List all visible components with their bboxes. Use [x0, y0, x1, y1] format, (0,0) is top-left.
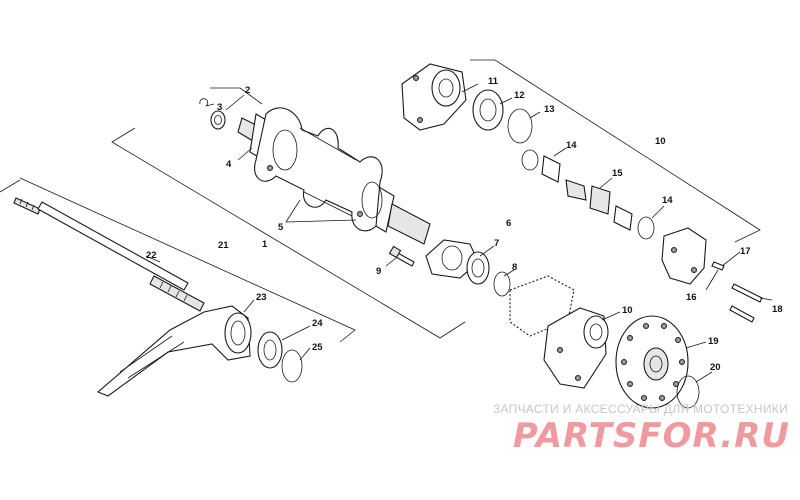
callout-5: 5 — [278, 222, 284, 233]
part-bearing-24 — [257, 331, 283, 369]
callout-15: 15 — [612, 168, 623, 179]
callout-21: 21 — [218, 240, 229, 251]
part-axle-shaft — [13, 197, 205, 312]
callout-2: 2 — [245, 85, 250, 96]
part-bearing-12 — [472, 89, 504, 131]
callout-labels: 1 2 3 4 5 6 7 8 9 10 10 11 12 13 14 14 1… — [146, 76, 783, 373]
callout-10-upper: 10 — [655, 136, 666, 147]
callout-17: 17 — [740, 246, 751, 257]
callout-14-lower: 14 — [662, 195, 673, 206]
watermark-logo: PARTSFOR.RU — [512, 416, 790, 456]
callout-12: 12 — [514, 90, 525, 101]
part-housing-10-upper — [401, 63, 467, 131]
part-ring-13 — [507, 108, 533, 144]
part-bolt-9 — [388, 245, 415, 267]
callout-9: 9 — [376, 266, 381, 277]
part-bushing-14a — [521, 149, 561, 183]
callout-16: 16 — [686, 292, 697, 303]
callout-19: 19 — [708, 336, 719, 347]
callout-20: 20 — [710, 362, 721, 373]
callout-22: 22 — [146, 250, 157, 261]
callout-10-lower: 10 — [622, 305, 633, 316]
part-pin-17 — [711, 261, 725, 271]
part-ring-20 — [676, 375, 700, 409]
callout-1: 1 — [262, 239, 268, 250]
callout-7: 7 — [494, 238, 499, 249]
callout-13: 13 — [544, 104, 555, 115]
part-ring-25 — [281, 349, 303, 383]
group-bracket-lines — [0, 59, 761, 343]
part-bushing-14b — [613, 205, 655, 240]
part-clip-3 — [199, 98, 209, 107]
part-drive-shaft — [237, 107, 431, 245]
callout-11: 11 — [488, 76, 499, 87]
callout-23: 23 — [256, 292, 267, 303]
callout-6: 6 — [506, 218, 511, 229]
callout-4: 4 — [226, 159, 232, 170]
callout-18: 18 — [772, 304, 783, 315]
callout-3: 3 — [217, 102, 222, 113]
part-housing-10-lower — [509, 275, 609, 389]
part-caliper-16 — [661, 227, 707, 285]
part-ring-8 — [493, 271, 511, 297]
callout-25: 25 — [312, 342, 323, 353]
part-chaincase-arm — [96, 305, 252, 397]
callout-leader-lines — [145, 83, 773, 383]
part-bolts-18 — [729, 283, 763, 323]
part-seal-2 — [210, 110, 226, 130]
watermark-tagline: ЗАПЧАСТИ И АКСЕССУАРЫ ДЛЯ МОТОТЕХНИКИ — [492, 402, 788, 416]
part-brake-disc-19 — [615, 315, 689, 409]
part-pads-15 — [565, 179, 611, 215]
callout-24: 24 — [312, 318, 323, 329]
part-seal-7 — [466, 251, 490, 285]
callout-14-upper: 14 — [566, 140, 577, 151]
callout-8: 8 — [512, 262, 517, 273]
